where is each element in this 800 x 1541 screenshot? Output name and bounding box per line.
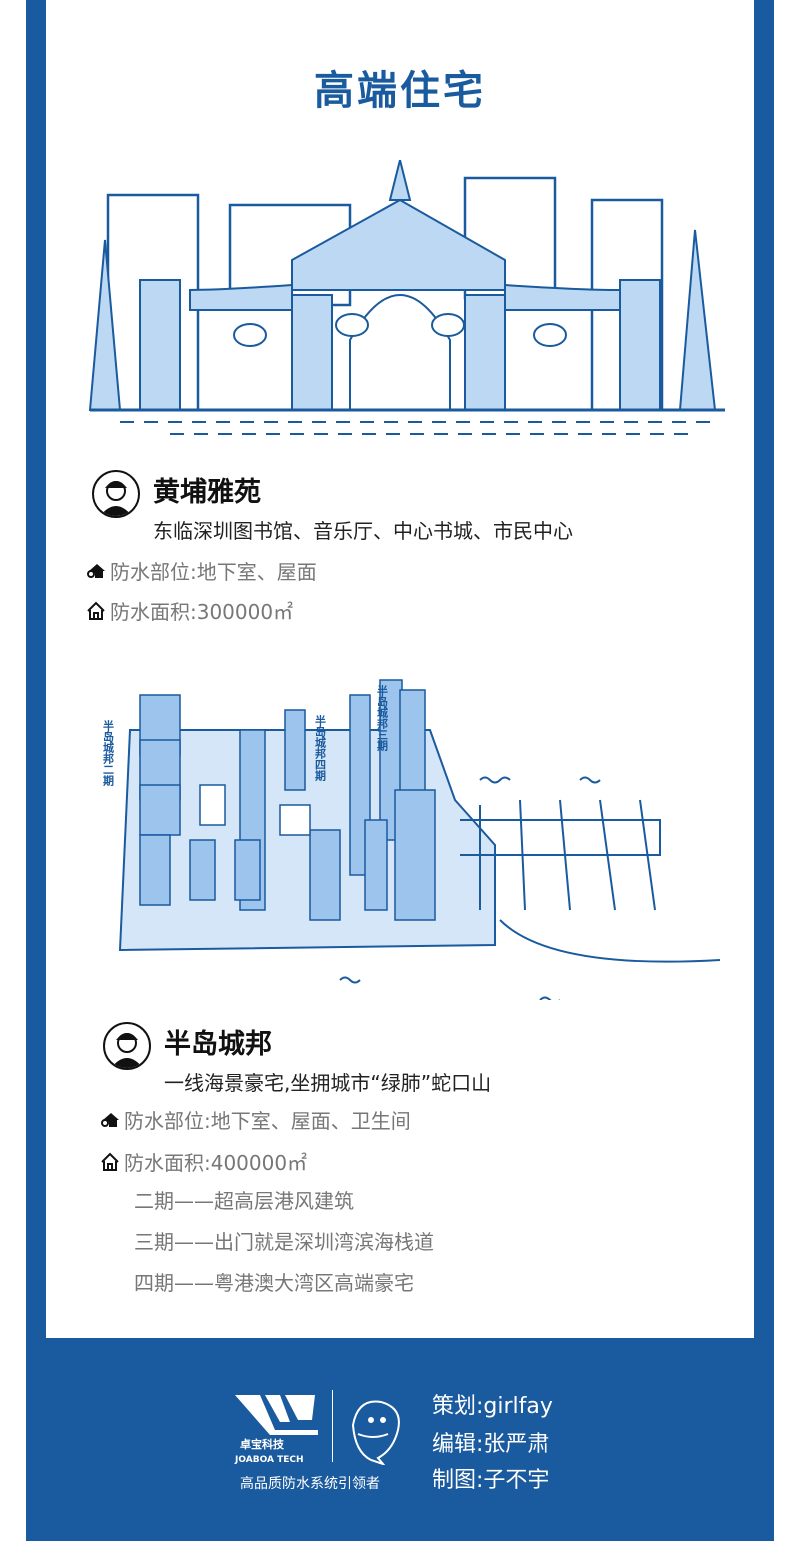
waterproof-parts-text: 防水部位:地下室、屋面、卫生间 bbox=[124, 1109, 411, 1133]
waterproof-area-text: 防水面积:300000㎡ bbox=[110, 600, 294, 624]
house-search-icon bbox=[101, 1112, 119, 1127]
waterproof-parts-text: 防水部位:地下室、屋面 bbox=[110, 560, 317, 584]
peninsula-map-illustration: 半岛城邦二期 半岛城邦四期 半岛城邦三期 bbox=[102, 679, 720, 1000]
waterproof-area: 防水面积:300000㎡ bbox=[86, 596, 293, 625]
divider bbox=[332, 1390, 333, 1462]
page-title: 高端住宅 bbox=[314, 68, 486, 114]
map-label-phase2: 半岛城邦二期 bbox=[102, 719, 115, 787]
phase-item: 二期——超高层港风建筑 bbox=[134, 1189, 354, 1213]
brand-en: JOABOA TECH bbox=[234, 1455, 304, 1465]
house-icon bbox=[87, 601, 105, 620]
gate-illustration bbox=[88, 160, 725, 435]
project-name: 半岛城邦 bbox=[164, 1029, 272, 1060]
slogan: 高品质防水系统引领者 bbox=[240, 1476, 380, 1492]
worker-avatar bbox=[92, 470, 140, 518]
waterproof-area-text: 防水面积:400000㎡ bbox=[124, 1151, 308, 1175]
waterproof-parts: 防水部位:地下室、屋面 bbox=[86, 556, 317, 585]
dolphin-mascot-icon bbox=[351, 1400, 400, 1465]
waterproof-area: 防水面积:400000㎡ bbox=[100, 1147, 307, 1176]
phase-item: 四期——粤港澳大湾区高端豪宅 bbox=[134, 1271, 414, 1295]
credit-illustrator: 制图:子不宇 bbox=[432, 1468, 550, 1493]
project-description: 东临深圳图书馆、音乐厅、中心书城、市民中心 bbox=[153, 519, 573, 543]
project-name: 黄埔雅苑 bbox=[153, 477, 261, 508]
house-search-icon bbox=[87, 563, 105, 578]
map-label-phase4: 半岛城邦四期 bbox=[314, 714, 327, 782]
phase-item: 三期——出门就是深圳湾滨海栈道 bbox=[134, 1230, 434, 1254]
waterproof-parts: 防水部位:地下室、屋面、卫生间 bbox=[100, 1105, 411, 1134]
credit-planner: 策划:girlfay bbox=[432, 1394, 553, 1419]
house-icon bbox=[101, 1152, 119, 1171]
map-label-phase3: 半岛城邦三期 bbox=[376, 684, 389, 752]
project-description: 一线海景豪宅,坐拥城市“绿肺”蛇口山 bbox=[164, 1071, 492, 1095]
worker-avatar bbox=[103, 1022, 151, 1070]
brand-logo: 卓宝科技 JOABOA TECH bbox=[230, 1390, 325, 1469]
brand-cn: 卓宝科技 bbox=[240, 1437, 285, 1451]
credit-editor: 编辑:张严肃 bbox=[432, 1432, 550, 1457]
